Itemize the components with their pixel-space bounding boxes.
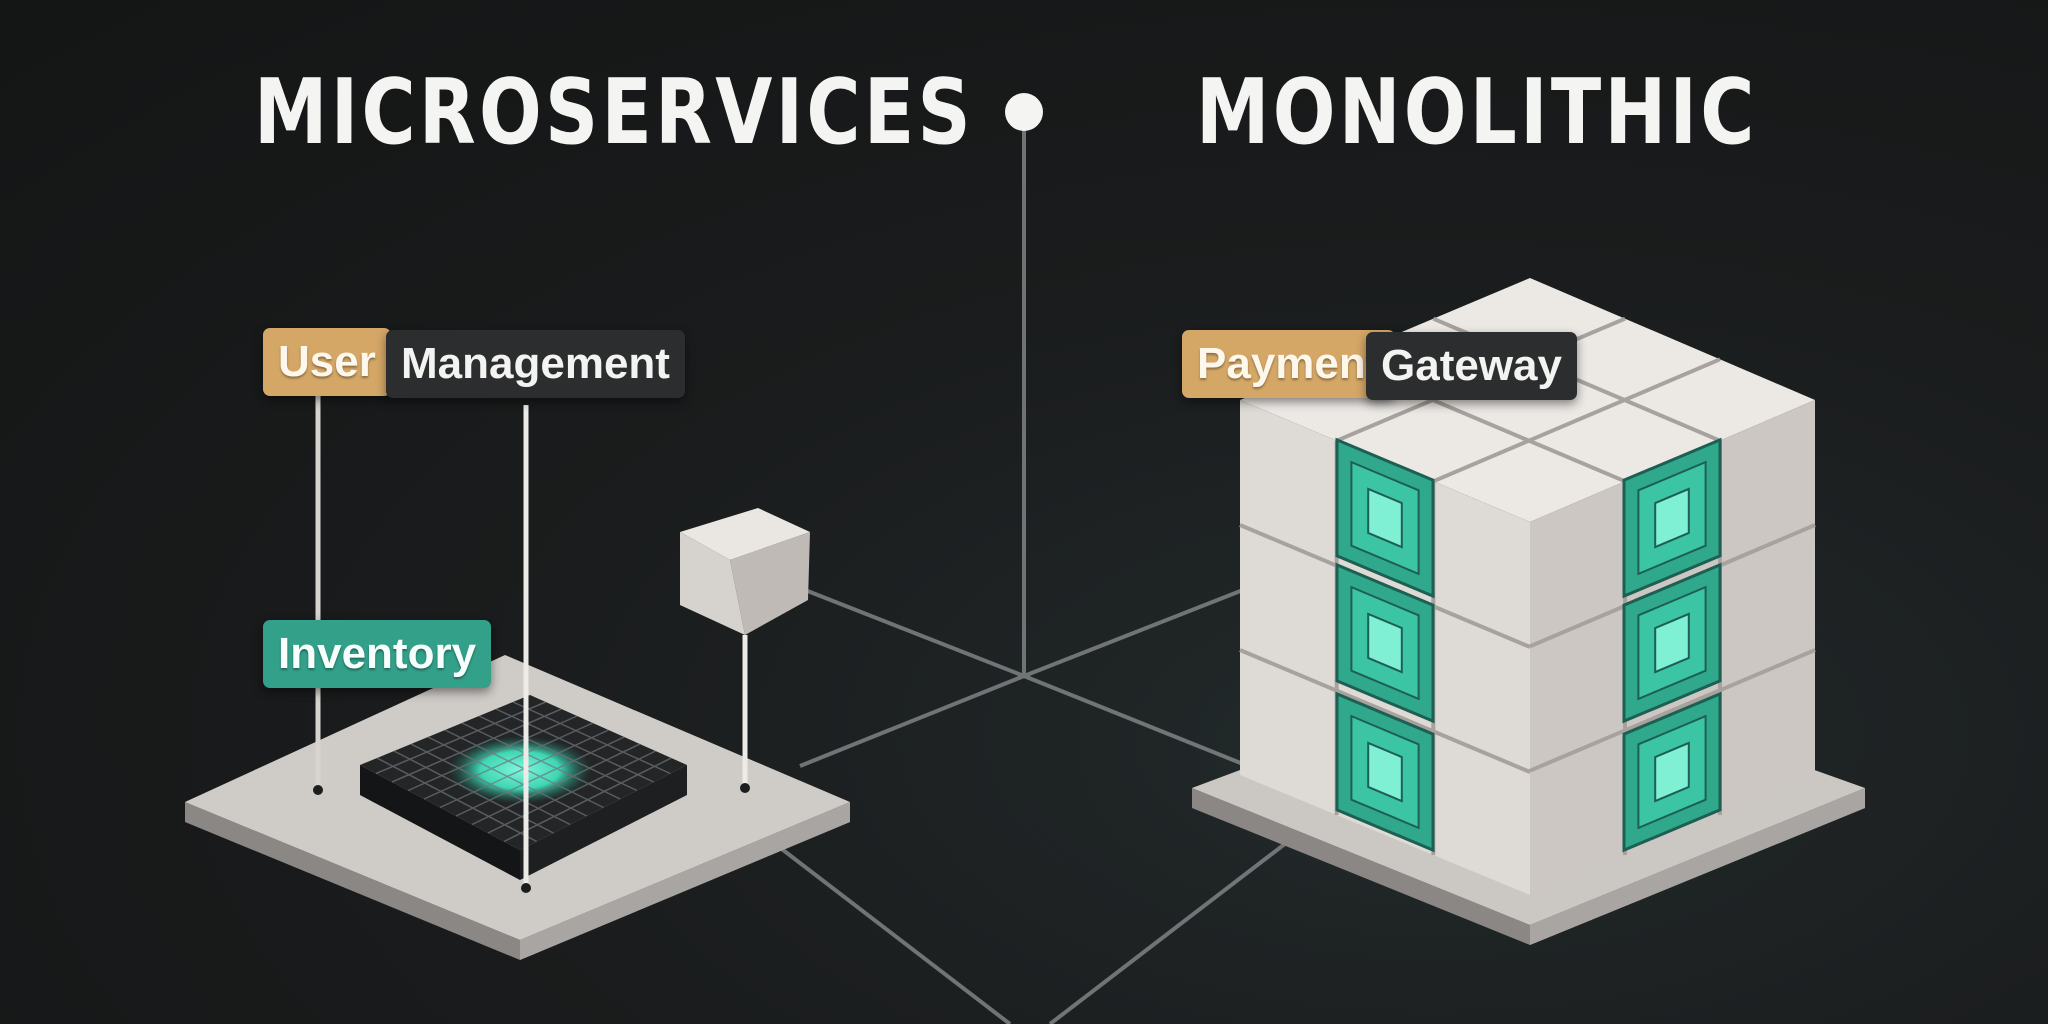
payment-tag: Payment <box>1182 330 1396 398</box>
management-tag: Management <box>386 330 685 398</box>
connector-lines <box>768 112 1292 1024</box>
inventory-tag: Inventory <box>263 620 492 688</box>
gateway-tag: Gateway <box>1366 332 1577 400</box>
small-service-cube <box>680 508 810 635</box>
center-node <box>1005 93 1043 131</box>
monolithic-heading: MONOLITHIC <box>1196 60 1758 165</box>
microservices-heading: MICROSERVICES <box>254 60 974 165</box>
user-tag: User <box>263 328 391 396</box>
support-poles <box>313 395 750 893</box>
